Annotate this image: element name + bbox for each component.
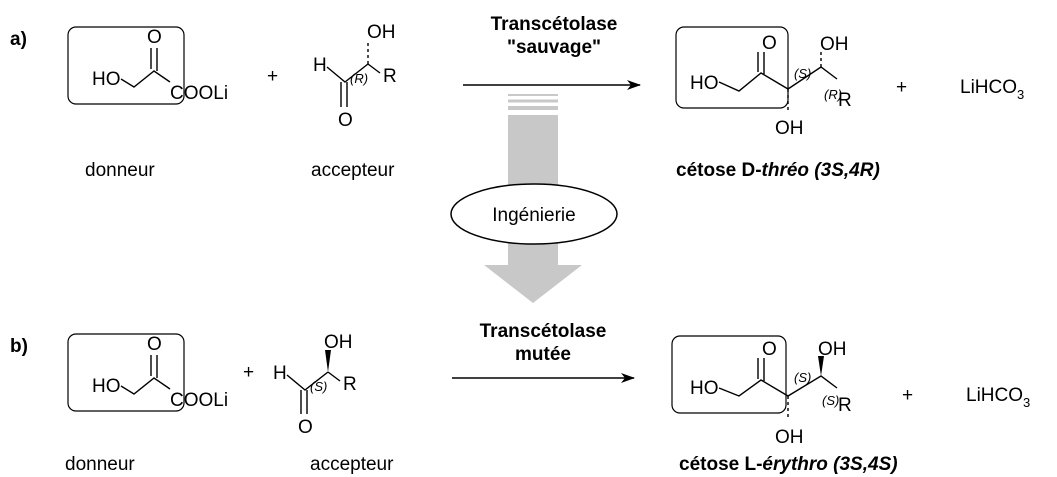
panel-b-acceptor-r: R (343, 374, 357, 395)
panel-b-product-box (671, 335, 787, 414)
panel-a-acceptor-h: H (313, 55, 327, 76)
panel-b-donor-o: O (147, 334, 162, 355)
panel-a-byproduct: LiHCO3 (960, 77, 1024, 102)
panel-b-acceptor-oh: OH (324, 332, 353, 353)
panel-a-product: HO O (S) OH (R) R OH (675, 26, 852, 139)
panel-a-donor-ho: HO (92, 69, 121, 90)
panel-b-donor-chain (120, 377, 171, 395)
panel-a-acceptor-o: O (338, 110, 353, 131)
panel-b-acceptor-r-bond (327, 371, 341, 382)
panel-a-product-stereo4: (R) (824, 87, 842, 102)
panel-b-donor: HO O COOLi (67, 333, 228, 412)
panel-a-plus-2: + (896, 77, 907, 98)
panel-a-acceptor: H O OH (R) R (313, 22, 397, 131)
panel-a-product-oh-top: OH (820, 34, 849, 55)
panel-b-product-ho: HO (690, 378, 719, 399)
panel-b-product-stereo4: (S) (822, 393, 839, 408)
panel-b-enzyme-line1: Transcétolase (480, 321, 607, 342)
panel-b-acceptor-h: H (273, 363, 287, 384)
panel-b-letter: b) (10, 336, 28, 357)
panel-a-acceptor-oh: OH (367, 22, 396, 43)
panel-b-donor-box (67, 333, 185, 412)
panel-b-plus-1: + (243, 362, 254, 383)
panel-a: a) HO O COOLi + H O OH (R) R Transcétola… (10, 14, 1024, 181)
panel-a-plus-1: + (267, 66, 278, 87)
panel-b-acceptor-stereo: (S) (310, 379, 327, 394)
panel-b-acceptor: H O OH (S) R (273, 332, 357, 438)
panel-b-donor-cooli: COOLi (170, 390, 228, 411)
panel-b-product: HO O (S) OH (S) R OH (671, 335, 852, 448)
engineering-arrow-head (484, 265, 582, 303)
panel-b-product-oh-top-wedge (818, 356, 824, 376)
panel-a-donor: HO O COOLi (67, 26, 228, 105)
panel-b-donor-ho: HO (92, 376, 121, 397)
panel-b-product-oh-top: OH (818, 339, 847, 360)
panel-a-enzyme-line2: "sauvage" (507, 37, 601, 58)
panel-b: b) HO O COOLi + H O OH (S) R Transcétola… (10, 321, 1030, 475)
panel-b-donor-caption: donneur (65, 454, 135, 475)
panel-a-acceptor-r-bond (367, 63, 381, 74)
panel-b-acceptor-chain (286, 371, 329, 391)
panel-a-product-ho: HO (690, 73, 719, 94)
panel-b-enzyme-line2: mutée (515, 344, 571, 365)
panel-b-product-o: O (762, 339, 777, 360)
panel-a-donor-chain (120, 70, 171, 88)
panel-a-product-s3: (S) (794, 66, 811, 81)
panel-a-acceptor-chain (326, 63, 369, 83)
panel-a-product-r: R (838, 90, 852, 111)
panel-a-acceptor-stereo: (R) (350, 71, 368, 86)
panel-a-acceptor-caption: accepteur (311, 160, 395, 181)
panel-a-donor-caption: donneur (85, 160, 155, 181)
panel-b-product-chain (718, 375, 838, 397)
panel-a-product-chain (718, 66, 838, 92)
panel-a-product-caption: cétose D-thréo (3S,4R) (676, 160, 880, 181)
panel-a-acceptor-r: R (383, 66, 397, 87)
panel-a-donor-o: O (147, 27, 162, 48)
panel-b-acceptor-o: O (298, 417, 313, 438)
engineering-label: Ingénierie (492, 205, 575, 226)
panel-a-product-box (675, 26, 789, 109)
panel-a-donor-box (67, 26, 185, 105)
panel-a-donor-cooli: COOLi (170, 83, 228, 104)
panel-b-plus-2: + (902, 385, 913, 406)
panel-b-product-r: R (838, 395, 852, 416)
panel-a-product-o: O (762, 33, 777, 54)
panel-a-letter: a) (10, 29, 27, 50)
panel-a-product-oh-bottom: OH (775, 118, 804, 139)
engineering-arrow: Ingénierie (450, 94, 618, 303)
panel-b-acceptor-oh-wedge (325, 350, 331, 372)
panel-b-acceptor-caption: accepteur (310, 454, 394, 475)
panel-a-enzyme-line1: Transcétolase (491, 14, 618, 35)
panel-b-byproduct: LiHCO3 (966, 385, 1030, 410)
panel-b-product-oh-bottom: OH (775, 427, 804, 448)
engineering-ellipse (450, 183, 618, 245)
panel-b-product-caption: cétose L-érythro (3S,4S) (679, 454, 898, 475)
panel-b-product-s3: (S) (794, 370, 811, 385)
